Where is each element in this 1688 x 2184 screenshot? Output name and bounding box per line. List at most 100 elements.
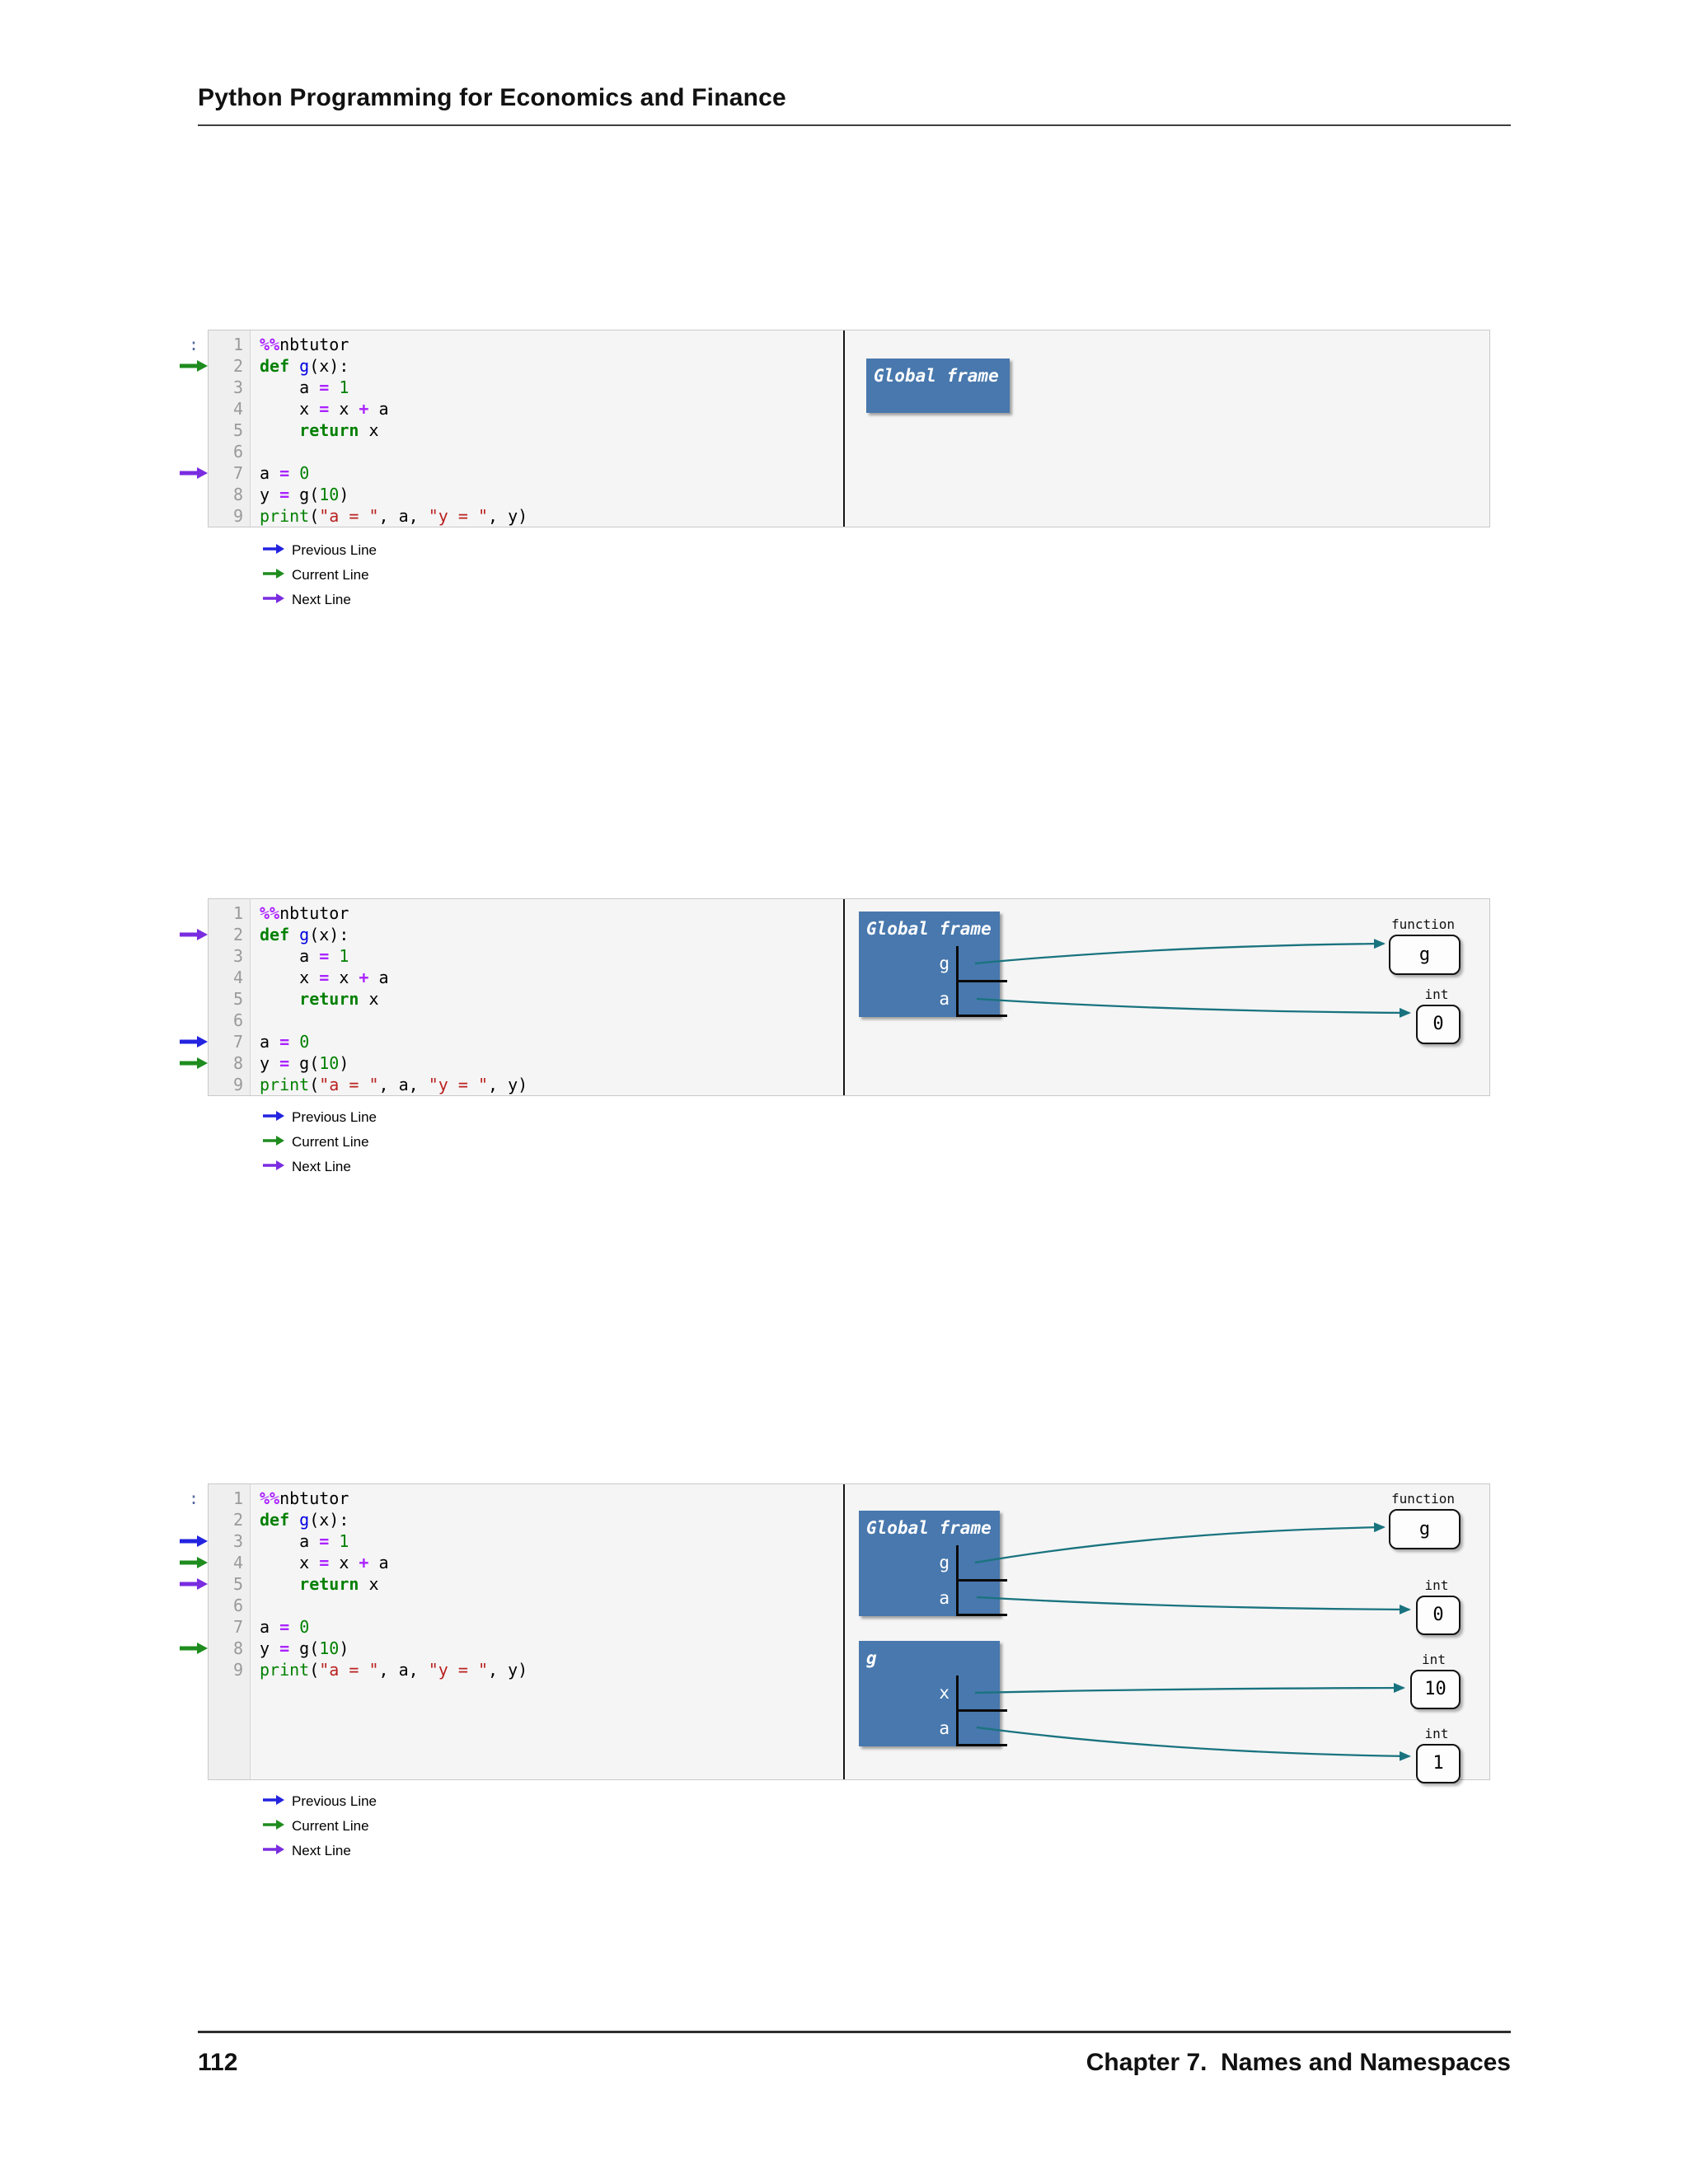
line-number: 4 (232, 399, 243, 419)
object-box-function-g: g (1389, 1509, 1461, 1549)
frame-title: Global frame (874, 366, 999, 386)
code-token: = (279, 463, 290, 483)
code-token: x (260, 399, 320, 419)
variable-name: g (939, 954, 950, 973)
legend-label: Previous Line (292, 1109, 377, 1125)
line-number: 7 (232, 463, 243, 483)
line-number: 5 (232, 420, 243, 440)
code-line: a = 0 (260, 1616, 842, 1638)
object-box-int-0: 0 (1416, 1596, 1461, 1635)
code-line: print("a = ", a, "y = ", y) (260, 1074, 842, 1095)
code-token: a (260, 377, 320, 397)
execution-arrow-current (178, 1643, 208, 1654)
reference-arrow (974, 1522, 1386, 1564)
code-token (289, 1510, 299, 1530)
code-line: a = 1 (260, 945, 842, 967)
code-token: (x): (309, 1510, 349, 1530)
line-number: 1 (232, 1488, 243, 1508)
code-token: x (359, 420, 379, 440)
code-token: = (279, 1638, 290, 1658)
code-viz-divider (843, 899, 845, 1095)
next-arrow-icon (262, 1844, 284, 1858)
code-token: 0 (299, 463, 310, 483)
code-token: ) (339, 1053, 349, 1073)
code-token (289, 925, 299, 944)
variable-name: a (939, 1588, 950, 1608)
code-token (260, 989, 299, 1009)
object-box-function-g: g (1389, 935, 1461, 975)
code-token: = (319, 377, 330, 397)
heap-visualization: Global frame (843, 330, 1491, 527)
legend-next-line: Next Line (262, 592, 351, 608)
code-token: g( (289, 1053, 320, 1073)
execution-arrow-previous (178, 1535, 208, 1547)
reference-arrow (976, 1726, 1411, 1761)
code-token: ) (339, 485, 349, 504)
code-line: return x (260, 419, 842, 441)
code-token: , y) (487, 1660, 528, 1680)
legend-label: Previous Line (292, 542, 377, 558)
code-viz-divider (843, 330, 845, 527)
next-arrow-icon (262, 593, 284, 607)
code-token: = (279, 1617, 290, 1637)
code-token: print (260, 506, 310, 526)
legend-label: Current Line (292, 1818, 369, 1834)
legend-current-line: Current Line (262, 1134, 369, 1151)
code-line: print("a = ", a, "y = ", y) (260, 505, 842, 527)
code-token: %% (260, 903, 280, 923)
reference-arrows (974, 939, 1411, 1018)
code-token: g( (289, 1638, 320, 1658)
header-rule (198, 124, 1511, 126)
code-token: 1 (339, 1531, 349, 1551)
code-token: return (299, 989, 359, 1009)
code-token: x (359, 1574, 379, 1594)
line-number: 5 (232, 1574, 243, 1594)
code-token: %% (260, 335, 280, 354)
code-token: + (359, 1553, 369, 1572)
code-token: def (260, 356, 290, 376)
object-type-label: function (1390, 916, 1456, 932)
object-box-int-0: 0 (1416, 1005, 1461, 1044)
frame-cell-border (956, 1015, 1007, 1017)
execution-arrow-current (178, 360, 208, 372)
code-line: x = x + a (260, 1552, 842, 1573)
line-number-gutter (209, 330, 251, 527)
code-token: = (319, 968, 330, 987)
code-token: = (279, 485, 290, 504)
code-token: = (319, 946, 330, 966)
execution-arrow-next (178, 467, 208, 479)
code-token: 10 (319, 485, 340, 504)
legend-previous-line: Previous Line (262, 1109, 377, 1126)
line-number: 9 (232, 1075, 243, 1094)
code-token: = (319, 1553, 330, 1572)
frame-global: Global frame (866, 359, 1010, 413)
code-token (289, 356, 299, 376)
variable-name: g (939, 1553, 950, 1572)
code-token: a (260, 946, 320, 966)
code-token: "y = " (428, 1075, 488, 1094)
code-line (260, 1595, 842, 1616)
code-token: a (260, 1032, 280, 1052)
code-token: 1 (339, 946, 349, 966)
code-token: (x): (309, 925, 349, 944)
code-token: print (260, 1075, 310, 1094)
line-number: 6 (232, 1010, 243, 1030)
legend-current-line: Current Line (262, 567, 369, 583)
code-token (329, 946, 339, 966)
code-line: a = 0 (260, 1031, 842, 1052)
code-token: , a, (378, 1075, 429, 1094)
frame-title: Global frame (866, 919, 992, 939)
code-line: y = g(10) (260, 1052, 842, 1074)
cell-prompt-fragment: : (189, 335, 199, 354)
legend-previous-line: Previous Line (262, 542, 377, 559)
code-token: g( (289, 485, 320, 504)
reference-arrow (974, 939, 1386, 965)
object-type-label: int (1424, 987, 1449, 1002)
code-line: %%nbtutor (260, 1488, 842, 1509)
line-number: 8 (232, 1053, 243, 1073)
execution-arrow-current (178, 1057, 208, 1069)
code-token (289, 1032, 299, 1052)
